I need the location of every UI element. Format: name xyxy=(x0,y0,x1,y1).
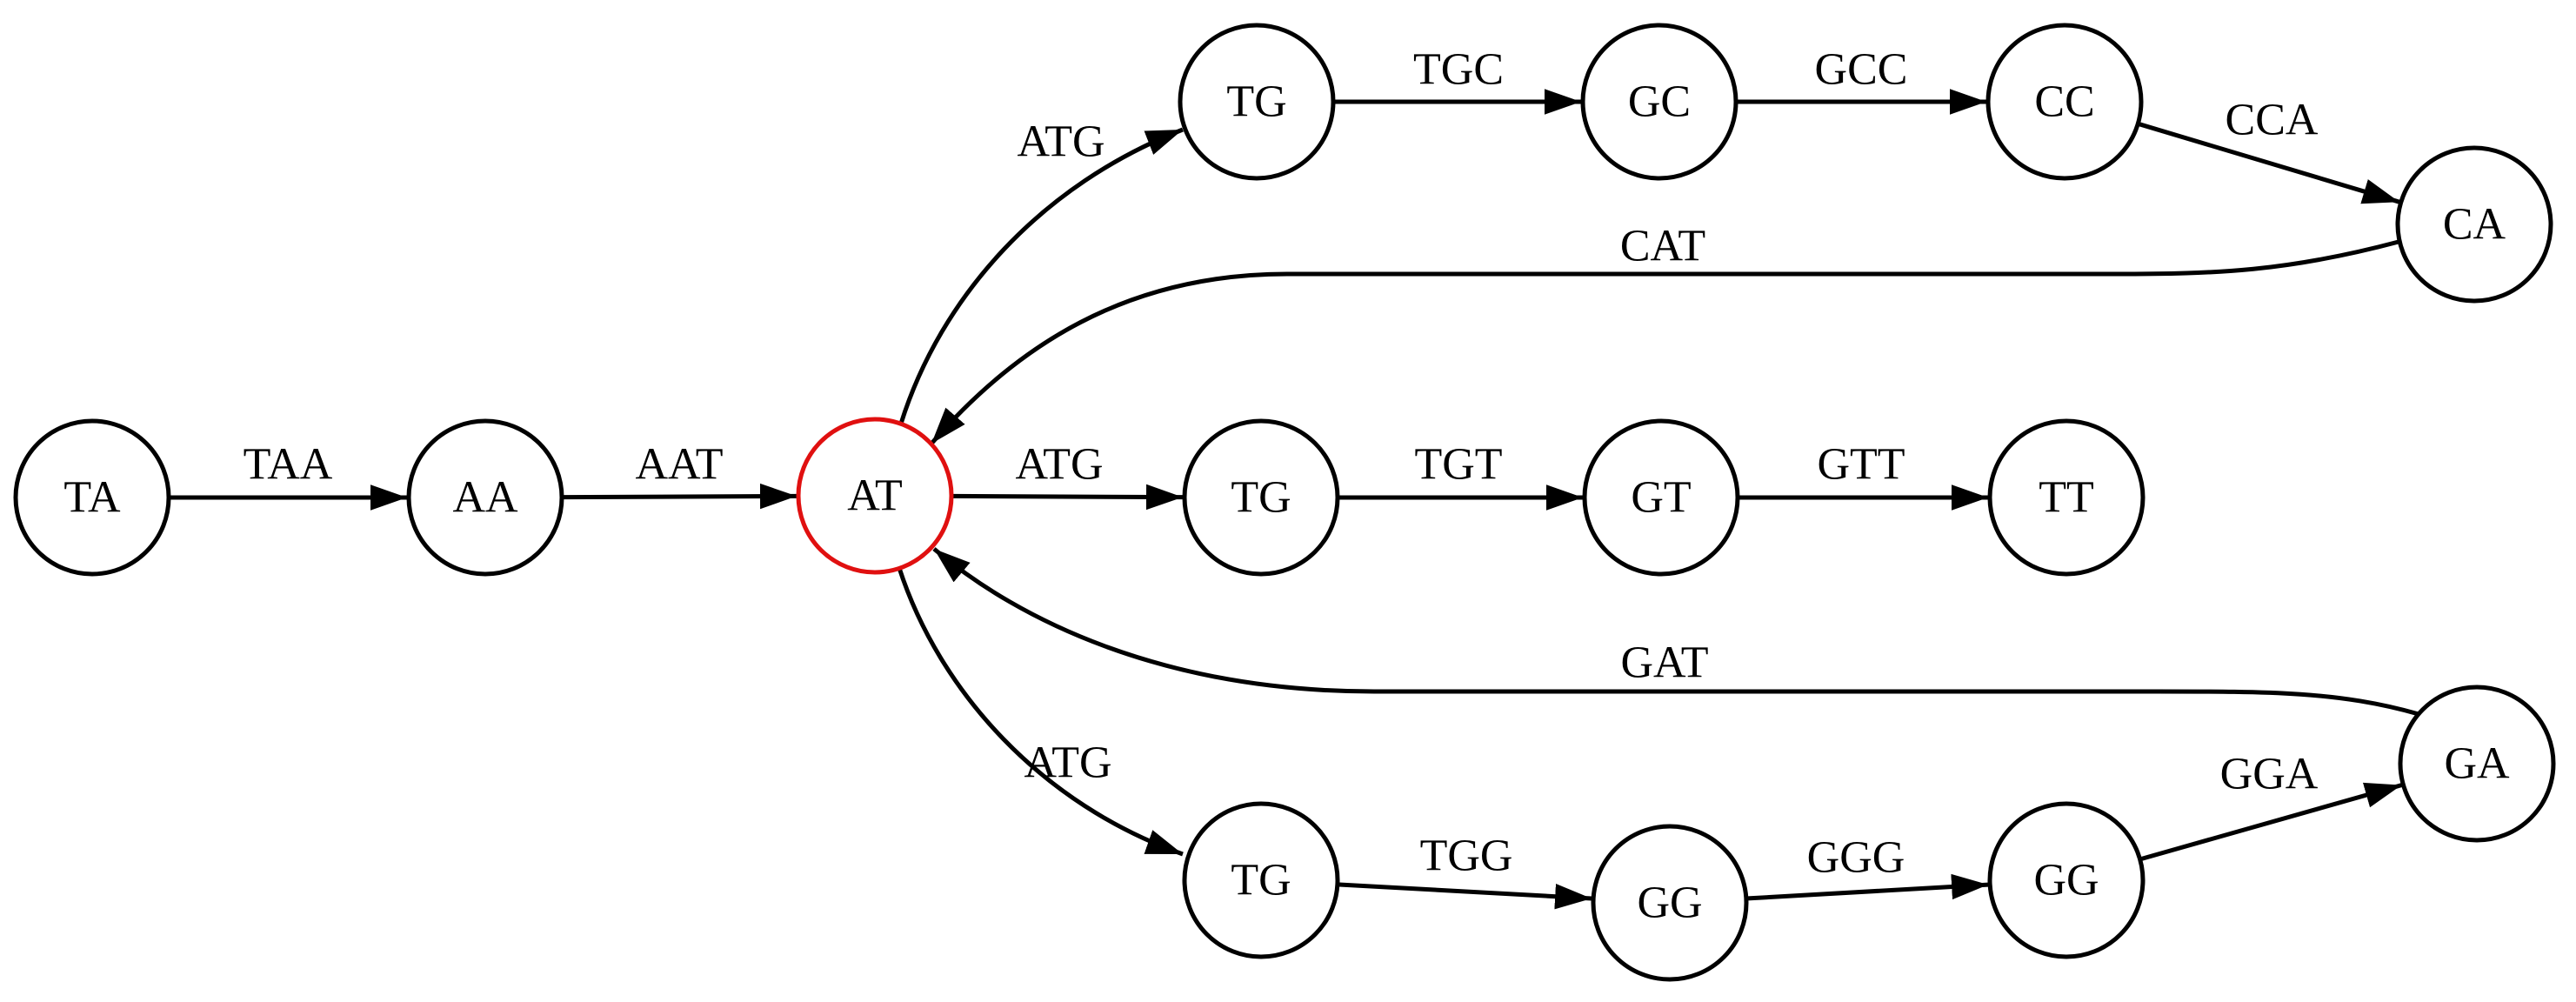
edge-label-at-tg_mid: ATG xyxy=(1015,440,1103,490)
edge-aa-at xyxy=(563,483,797,510)
edge-label-tg_mid-gt: TGT xyxy=(1414,440,1502,490)
node-circle xyxy=(1987,418,2146,577)
node-label: GC xyxy=(1628,77,1691,127)
edge-ga-at xyxy=(932,547,2419,717)
node-ta: TA xyxy=(13,418,171,577)
node-label: GG xyxy=(2033,856,2099,905)
edge-label-tg_bot-gg_1: TGG xyxy=(1420,832,1513,881)
node-label: AT xyxy=(847,471,903,521)
node-tg_top: TG xyxy=(1178,23,1336,181)
node-gg_2: GG xyxy=(1987,801,2146,959)
node-tt: TT xyxy=(1987,418,2146,577)
node-aa: AA xyxy=(406,418,564,577)
node-circle xyxy=(13,418,171,577)
node-label: TG xyxy=(1231,473,1291,523)
edge-label-aa-at: AAT xyxy=(635,440,723,490)
node-ga: GA xyxy=(2398,685,2556,843)
node-label: TG xyxy=(1231,856,1291,905)
node-label: GT xyxy=(1631,473,1691,523)
edge-label-ga-at: GAT xyxy=(1620,638,1708,688)
node-gt: GT xyxy=(1582,418,1740,577)
node-label: CA xyxy=(2443,200,2506,250)
node-circle xyxy=(1987,801,2146,959)
edge-label-gt-tt: GTT xyxy=(1817,440,1905,490)
edge-label-at-tg_top: ATG xyxy=(1017,117,1104,167)
edge-ca-at xyxy=(930,239,2399,445)
edge-label-cc-ca: CCA xyxy=(2226,96,2319,145)
node-at: AT xyxy=(796,417,954,575)
edge-label-tg_top-gc: TGC xyxy=(1413,45,1504,95)
node-label: TA xyxy=(63,473,121,523)
node-gc: GC xyxy=(1580,23,1738,181)
node-circle-highlighted xyxy=(796,417,954,575)
edge-at-tg_top xyxy=(898,127,1184,424)
edge-gg_2-ga xyxy=(2140,782,2403,861)
node-tg_mid: TG xyxy=(1182,418,1340,577)
node-label: TG xyxy=(1226,77,1286,127)
node-label: GG xyxy=(1637,878,1702,928)
node-label: CC xyxy=(2034,77,2094,127)
edge-label-gg_1-gg_2: GGG xyxy=(1807,833,1905,883)
node-gg_1: GG xyxy=(1591,824,1749,982)
edge-label-at-tg_bot: ATG xyxy=(1024,738,1111,788)
edge-at-tg_bot xyxy=(897,567,1184,857)
node-circle xyxy=(1182,801,1340,959)
edge-gg_1-gg_2 xyxy=(1747,873,1989,901)
node-tg_bot: TG xyxy=(1182,801,1340,959)
node-circle xyxy=(1580,23,1738,181)
node-label: AA xyxy=(452,473,518,523)
node-circle xyxy=(406,418,564,577)
node-circle xyxy=(1178,23,1336,181)
node-circle xyxy=(1591,824,1749,982)
edge-label-gc-cc: GCC xyxy=(1815,45,1908,95)
edge-cc-ca xyxy=(2139,122,2400,204)
edge-at-tg_mid xyxy=(952,484,1184,511)
edge-label-ta-aa: TAA xyxy=(244,440,333,490)
node-cc: CC xyxy=(1985,23,2144,181)
node-circle xyxy=(1582,418,1740,577)
edge-label-gg_2-ga: GGA xyxy=(2220,750,2319,799)
edge-label-ca-at: CAT xyxy=(1620,222,1705,271)
node-ca: CA xyxy=(2395,145,2553,304)
node-label: TT xyxy=(2039,473,2094,523)
node-label: GA xyxy=(2444,739,2510,789)
edge-tg_bot-gg_1 xyxy=(1338,882,1592,910)
node-circle xyxy=(1182,418,1340,577)
node-circle xyxy=(2398,685,2556,843)
node-circle xyxy=(2395,145,2553,304)
node-circle xyxy=(1985,23,2144,181)
